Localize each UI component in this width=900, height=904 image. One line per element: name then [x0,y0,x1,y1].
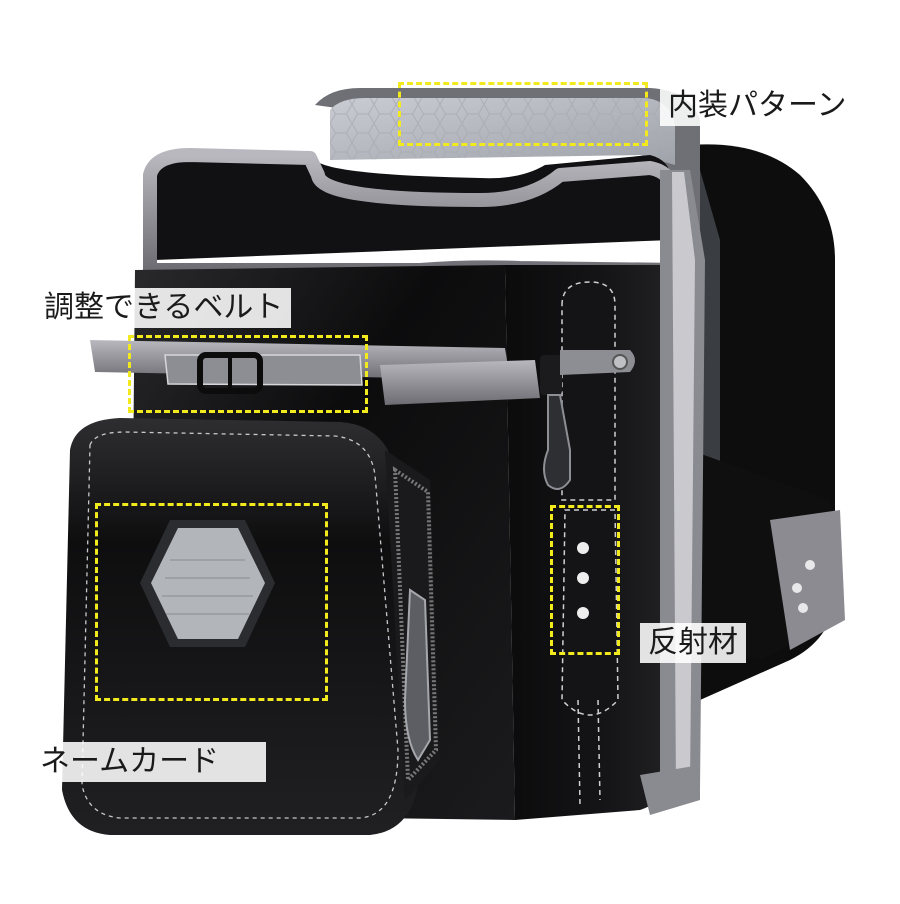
belt [90,340,540,405]
side-clip [540,355,571,490]
front-pocket [62,418,440,835]
bottom-trim [640,765,700,815]
callout-adjustable-belt: 調整できるベルト [36,288,292,328]
highlight-name-card [95,503,328,701]
highlight-reflector [550,505,620,655]
highlight-adjustable-belt [128,335,368,413]
lid [315,88,700,270]
callout-name-card: ネームカード [32,742,266,782]
callout-interior-pattern: 内装パターン [660,86,855,126]
callout-reflector: 反射材 [640,623,746,663]
straps [690,144,845,700]
highlight-interior-pattern [398,82,648,146]
